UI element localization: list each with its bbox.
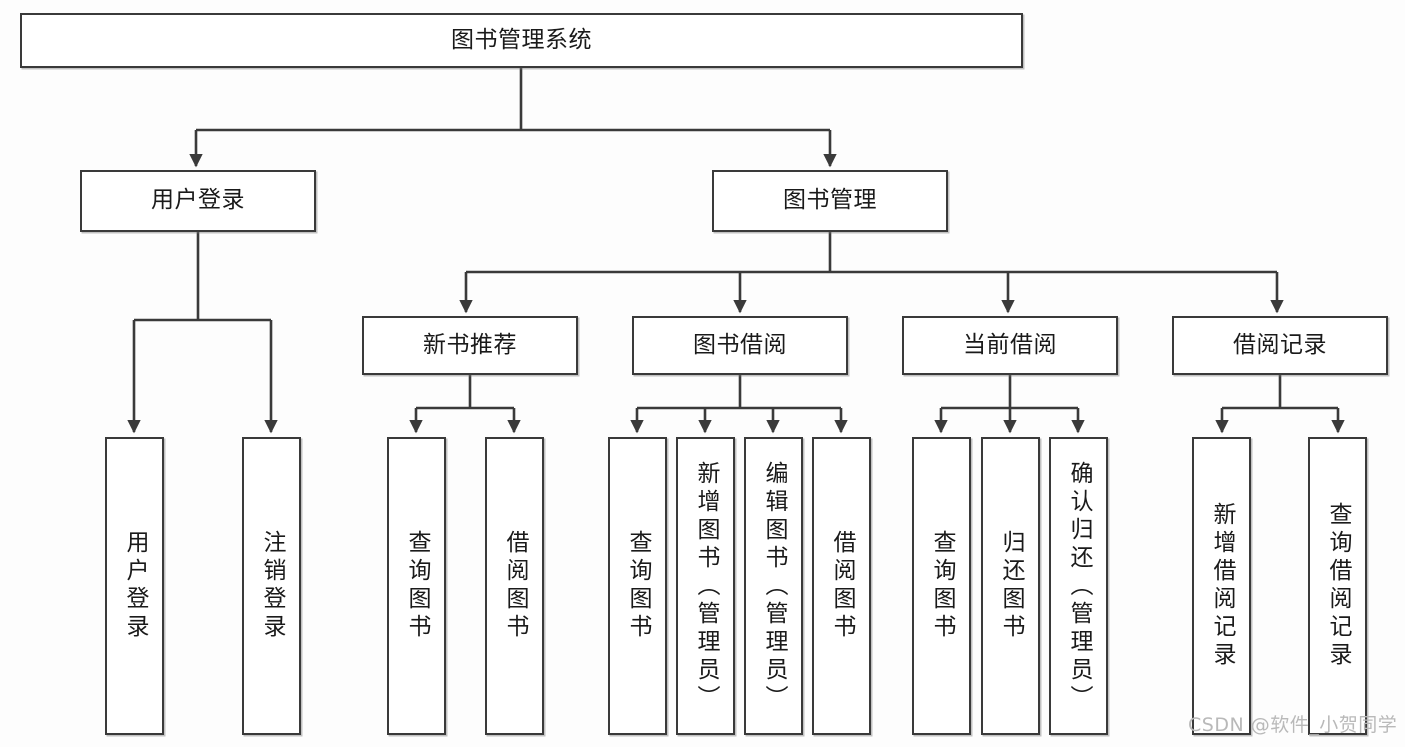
leaf-nb-query-book-label: 查询图书	[404, 530, 430, 642]
node-borrow-record-label: 借阅记录	[1233, 331, 1327, 358]
node-book-management[interactable]: 图书管理	[712, 170, 948, 232]
node-borrow-record[interactable]: 借阅记录	[1172, 316, 1388, 375]
leaf-bb-query-book-label: 查询图书	[625, 530, 651, 642]
leaf-user-login[interactable]: 用户登录	[105, 437, 164, 735]
leaf-nb-borrow-book[interactable]: 借阅图书	[485, 437, 544, 735]
leaf-logout[interactable]: 注销登录	[242, 437, 301, 735]
leaf-bb-edit-book-label: 编辑图书（管理员）	[761, 461, 787, 713]
node-current-borrow[interactable]: 当前借阅	[902, 316, 1118, 375]
leaf-cb-return-book[interactable]: 归还图书	[981, 437, 1040, 735]
leaf-br-query-record-label: 查询借阅记录	[1325, 502, 1351, 670]
leaf-bb-add-book-label: 新增图书（管理员）	[693, 461, 719, 713]
leaf-bb-borrow-book-label: 借阅图书	[829, 530, 855, 642]
leaf-cb-confirm-return[interactable]: 确认归还（管理员）	[1049, 437, 1108, 735]
leaf-cb-query-book-label: 查询图书	[929, 530, 955, 642]
node-new-book-recommend[interactable]: 新书推荐	[362, 316, 578, 375]
node-book-management-label: 图书管理	[783, 187, 877, 214]
node-book-borrow-label: 图书借阅	[693, 331, 787, 358]
leaf-bb-add-book[interactable]: 新增图书（管理员）	[676, 437, 735, 735]
leaf-logout-label: 注销登录	[259, 530, 285, 642]
leaf-cb-return-book-label: 归还图书	[998, 530, 1024, 642]
node-book-borrow[interactable]: 图书借阅	[632, 316, 848, 375]
leaf-cb-query-book[interactable]: 查询图书	[912, 437, 971, 735]
node-new-book-recommend-label: 新书推荐	[423, 331, 517, 358]
leaf-bb-borrow-book[interactable]: 借阅图书	[812, 437, 871, 735]
leaf-br-add-record[interactable]: 新增借阅记录	[1192, 437, 1251, 735]
node-current-borrow-label: 当前借阅	[963, 331, 1057, 358]
leaf-br-query-record[interactable]: 查询借阅记录	[1308, 437, 1367, 735]
node-root-label: 图书管理系统	[451, 26, 592, 53]
csdn-watermark: CSDN @软件_小贺同学	[1188, 714, 1398, 736]
leaf-br-add-record-label: 新增借阅记录	[1209, 502, 1235, 670]
leaf-bb-query-book[interactable]: 查询图书	[608, 437, 667, 735]
leaf-bb-edit-book[interactable]: 编辑图书（管理员）	[744, 437, 803, 735]
node-root[interactable]: 图书管理系统	[20, 13, 1023, 68]
leaf-cb-confirm-return-label: 确认归还（管理员）	[1066, 461, 1092, 713]
node-user-login-label: 用户登录	[151, 187, 245, 214]
node-user-login[interactable]: 用户登录	[80, 170, 316, 232]
leaf-nb-borrow-book-label: 借阅图书	[502, 530, 528, 642]
leaf-user-login-label: 用户登录	[122, 530, 148, 642]
leaf-nb-query-book[interactable]: 查询图书	[387, 437, 446, 735]
